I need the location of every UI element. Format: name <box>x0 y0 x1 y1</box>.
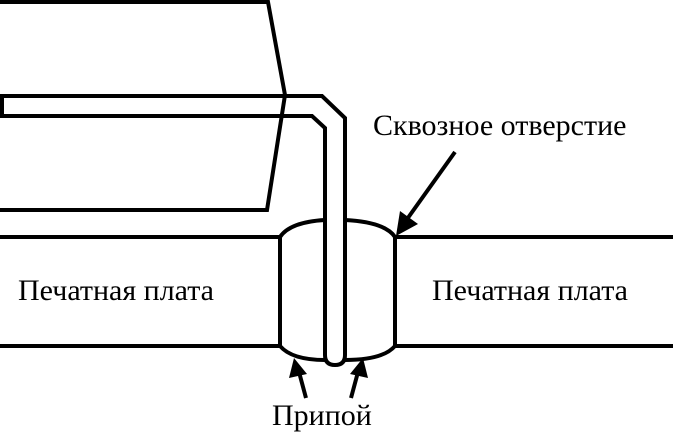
through-hole-label: Сквозное отверстие <box>373 109 626 142</box>
solder-label: Припой <box>272 399 372 432</box>
solder-arrow-right <box>349 371 360 399</box>
board-label-right: Печатная плата <box>432 274 628 307</box>
through-hole-arrow <box>403 150 457 224</box>
solder-joint-left <box>278 218 326 362</box>
solder-arrowhead-right <box>350 358 368 378</box>
solder-arrowhead-left <box>289 358 307 378</box>
solder-joint-right <box>344 218 397 362</box>
board-label-left: Печатная плата <box>18 274 214 307</box>
component-body <box>0 0 288 212</box>
solder-arrow-left <box>297 371 308 399</box>
component-lead <box>0 94 347 368</box>
through-hole-arrowhead <box>396 211 418 236</box>
